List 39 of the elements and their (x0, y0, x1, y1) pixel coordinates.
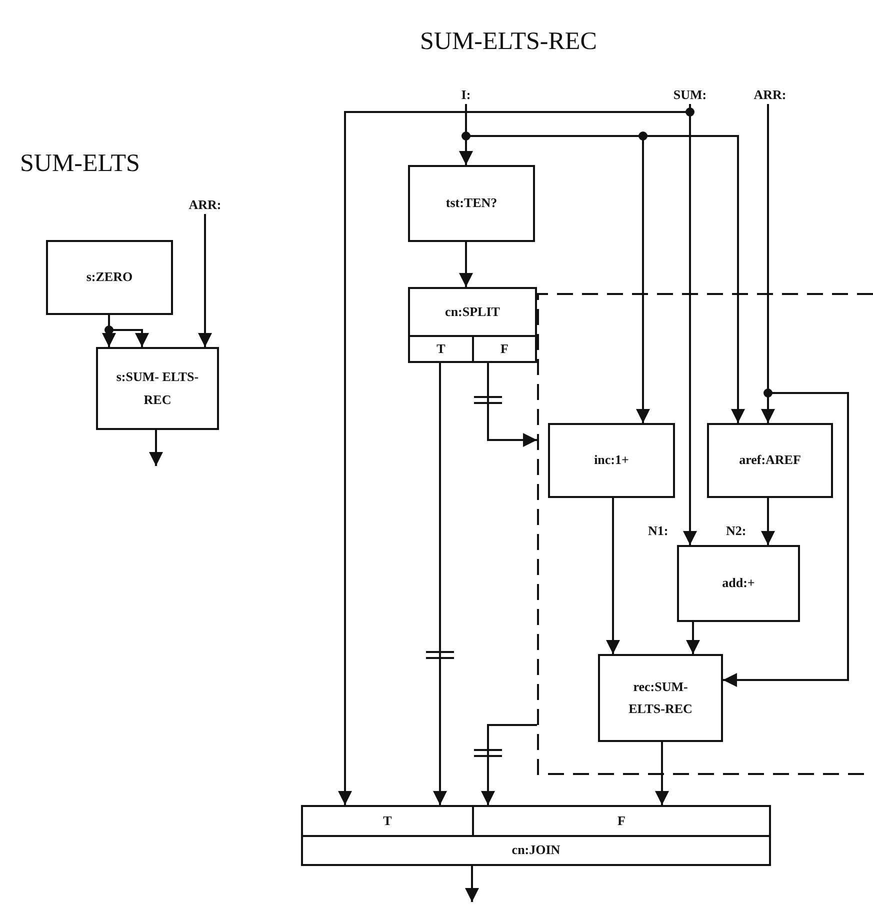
subdiagram-title: SUM-ELTS (20, 150, 140, 178)
input-label: ARR: (181, 196, 229, 214)
arrow (761, 498, 775, 545)
node-label: cn:SPLIT (445, 304, 500, 320)
port-label: N2: (726, 523, 746, 539)
diagram-title: SUM-ELTS-REC (420, 28, 597, 56)
node-label: inc:1+ (594, 451, 629, 470)
arrow (655, 742, 669, 805)
process-box (677, 545, 800, 622)
node-label: cn:JOIN (512, 842, 560, 858)
node-label: aref:AREF (739, 451, 801, 470)
control-box (408, 287, 537, 363)
input-label: SUM: (662, 86, 718, 104)
arrow (198, 214, 212, 347)
arrow (686, 622, 700, 654)
process-box (598, 654, 723, 742)
process-box (96, 347, 219, 430)
arrow (465, 866, 479, 902)
arrow (149, 430, 163, 466)
dashed-region (537, 293, 873, 775)
process-box (46, 240, 173, 315)
process-box (408, 165, 535, 242)
arrow (487, 363, 537, 447)
arrow (481, 724, 537, 805)
input-label: ARR: (744, 86, 796, 104)
input-label: I: (451, 86, 481, 104)
process-box (548, 423, 675, 498)
arrow (459, 242, 473, 287)
port-label: N1: (648, 523, 668, 539)
node-label: rec:SUM- ELTS-REC (628, 678, 694, 718)
node-label: s:SUM- ELTS-REC (115, 368, 200, 408)
arrow (606, 498, 620, 654)
node-label: add:+ (722, 574, 755, 592)
node-label: s:ZERO (86, 268, 133, 286)
control-box (301, 805, 771, 866)
arrow (723, 104, 849, 687)
process-box (707, 423, 833, 498)
node-label: tst:TEN? (446, 194, 498, 212)
arrow (433, 363, 447, 805)
